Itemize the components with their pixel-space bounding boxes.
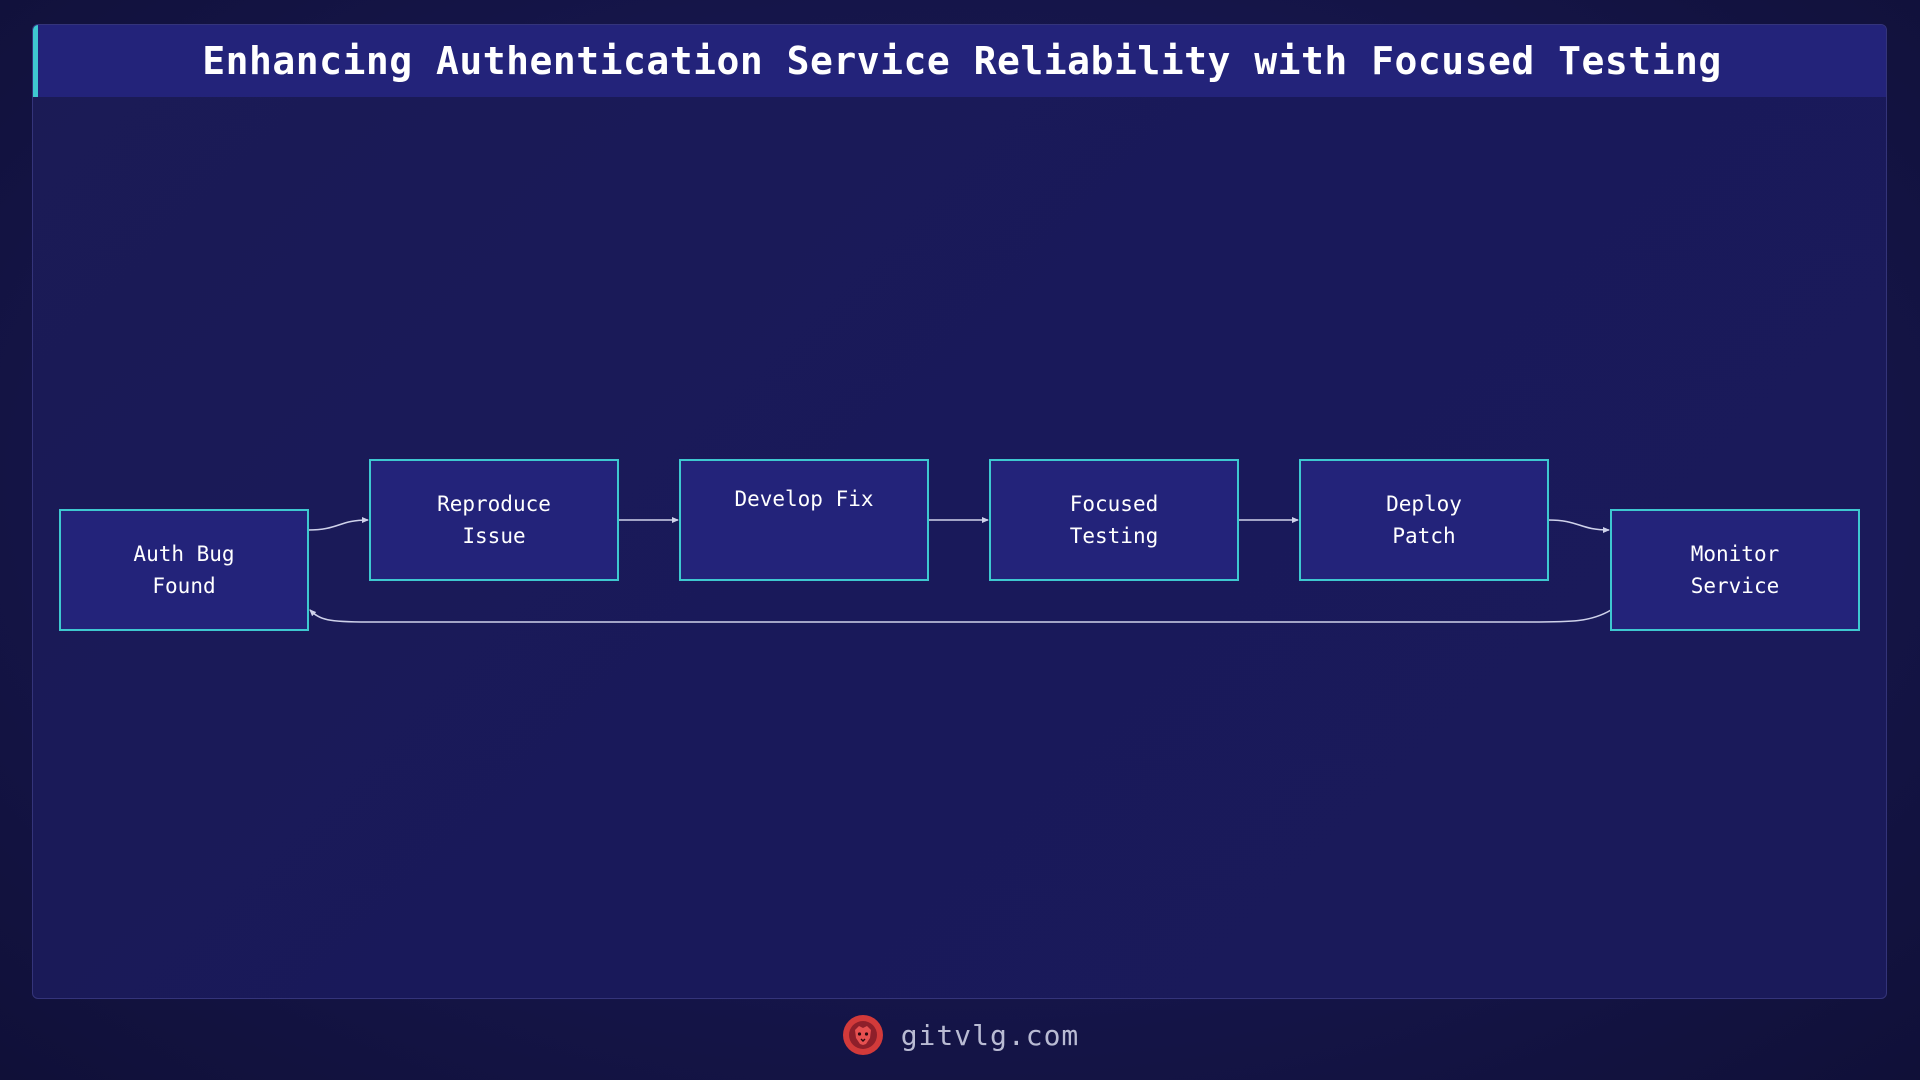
node-label-line: Develop Fix: [734, 487, 873, 511]
diagram-panel: Enhancing Authentication Service Reliabi…: [32, 24, 1887, 999]
lion-head-icon: [842, 1015, 883, 1055]
node-box: [679, 459, 929, 581]
node-box: [1299, 459, 1549, 581]
node-develop-fix: Develop Fix: [679, 459, 929, 581]
node-label-line: Auth Bug: [133, 542, 234, 566]
edge-deploy-patch-to-monitor-service: [1547, 519, 1610, 533]
node-label-line: Monitor: [1691, 542, 1780, 566]
node-label-line: Reproduce: [437, 492, 551, 516]
title-bar: Enhancing Authentication Service Reliabi…: [33, 25, 1886, 97]
node-box: [59, 509, 309, 631]
footer-site-link[interactable]: gitvlg.com: [900, 1018, 1080, 1052]
footer: gitvlg.com: [0, 1010, 1920, 1060]
node-label-line: Deploy: [1386, 492, 1462, 516]
node-label-line: Service: [1691, 574, 1780, 598]
edge-monitor-service-to-auth-bug-found: [309, 609, 1612, 623]
node-box: [369, 459, 619, 581]
edge-auth-bug-found-to-reproduce-issue: [307, 517, 369, 531]
edges-layer: [307, 517, 1612, 623]
node-box: [1610, 509, 1860, 631]
node-label-line: Testing: [1070, 524, 1159, 548]
node-label-line: Focused: [1070, 492, 1159, 516]
node-box: [989, 459, 1239, 581]
node-label-line: Patch: [1392, 524, 1455, 548]
page-title: Enhancing Authentication Service Reliabi…: [202, 39, 1722, 83]
node-label-line: Issue: [462, 524, 525, 548]
node-label-line: Found: [152, 574, 215, 598]
